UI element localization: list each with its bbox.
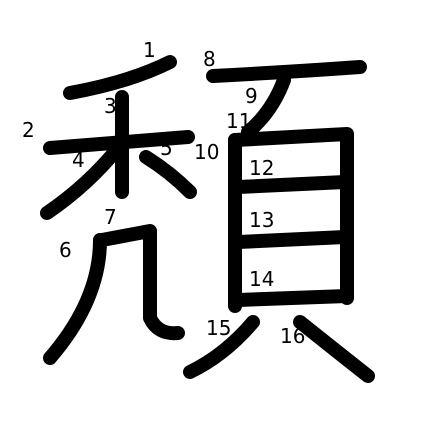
stroke-number-10: 10 bbox=[194, 140, 219, 164]
stroke-number-11: 11 bbox=[226, 109, 251, 133]
stroke-1 bbox=[63, 55, 177, 100]
stroke-number-6: 6 bbox=[59, 238, 72, 262]
stroke-9 bbox=[241, 73, 291, 139]
stroke-number-12: 12 bbox=[249, 156, 274, 180]
stroke-number-1: 1 bbox=[143, 38, 156, 62]
stroke-4 bbox=[40, 141, 125, 220]
stroke-number-8: 8 bbox=[203, 47, 216, 71]
stroke-14 bbox=[231, 289, 354, 307]
stroke-16 bbox=[293, 315, 375, 383]
stroke-number-13: 13 bbox=[249, 208, 274, 232]
stroke-5 bbox=[139, 150, 197, 199]
stroke-12 bbox=[231, 175, 352, 194]
stroke-number-5: 5 bbox=[160, 136, 173, 160]
stroke-number-7: 7 bbox=[104, 205, 117, 229]
stroke-number-16: 16 bbox=[280, 324, 305, 348]
stroke-13 bbox=[231, 230, 352, 249]
stroke-15 bbox=[183, 315, 260, 379]
stroke-7 bbox=[95, 224, 185, 341]
stroke-number-9: 9 bbox=[245, 84, 258, 108]
stroke-number-14: 14 bbox=[249, 267, 274, 291]
stroke-number-3: 3 bbox=[104, 94, 117, 118]
stroke-8 bbox=[206, 60, 367, 83]
stroke-number-4: 4 bbox=[72, 148, 85, 172]
character-strokes bbox=[40, 55, 375, 383]
stroke-number-15: 15 bbox=[206, 316, 231, 340]
stroke-number-2: 2 bbox=[22, 118, 35, 142]
stroke-6 bbox=[43, 233, 107, 365]
stroke-numbers: 1 2 3 4 5 6 7 8 9 10 11 12 13 14 15 16 bbox=[22, 38, 305, 348]
